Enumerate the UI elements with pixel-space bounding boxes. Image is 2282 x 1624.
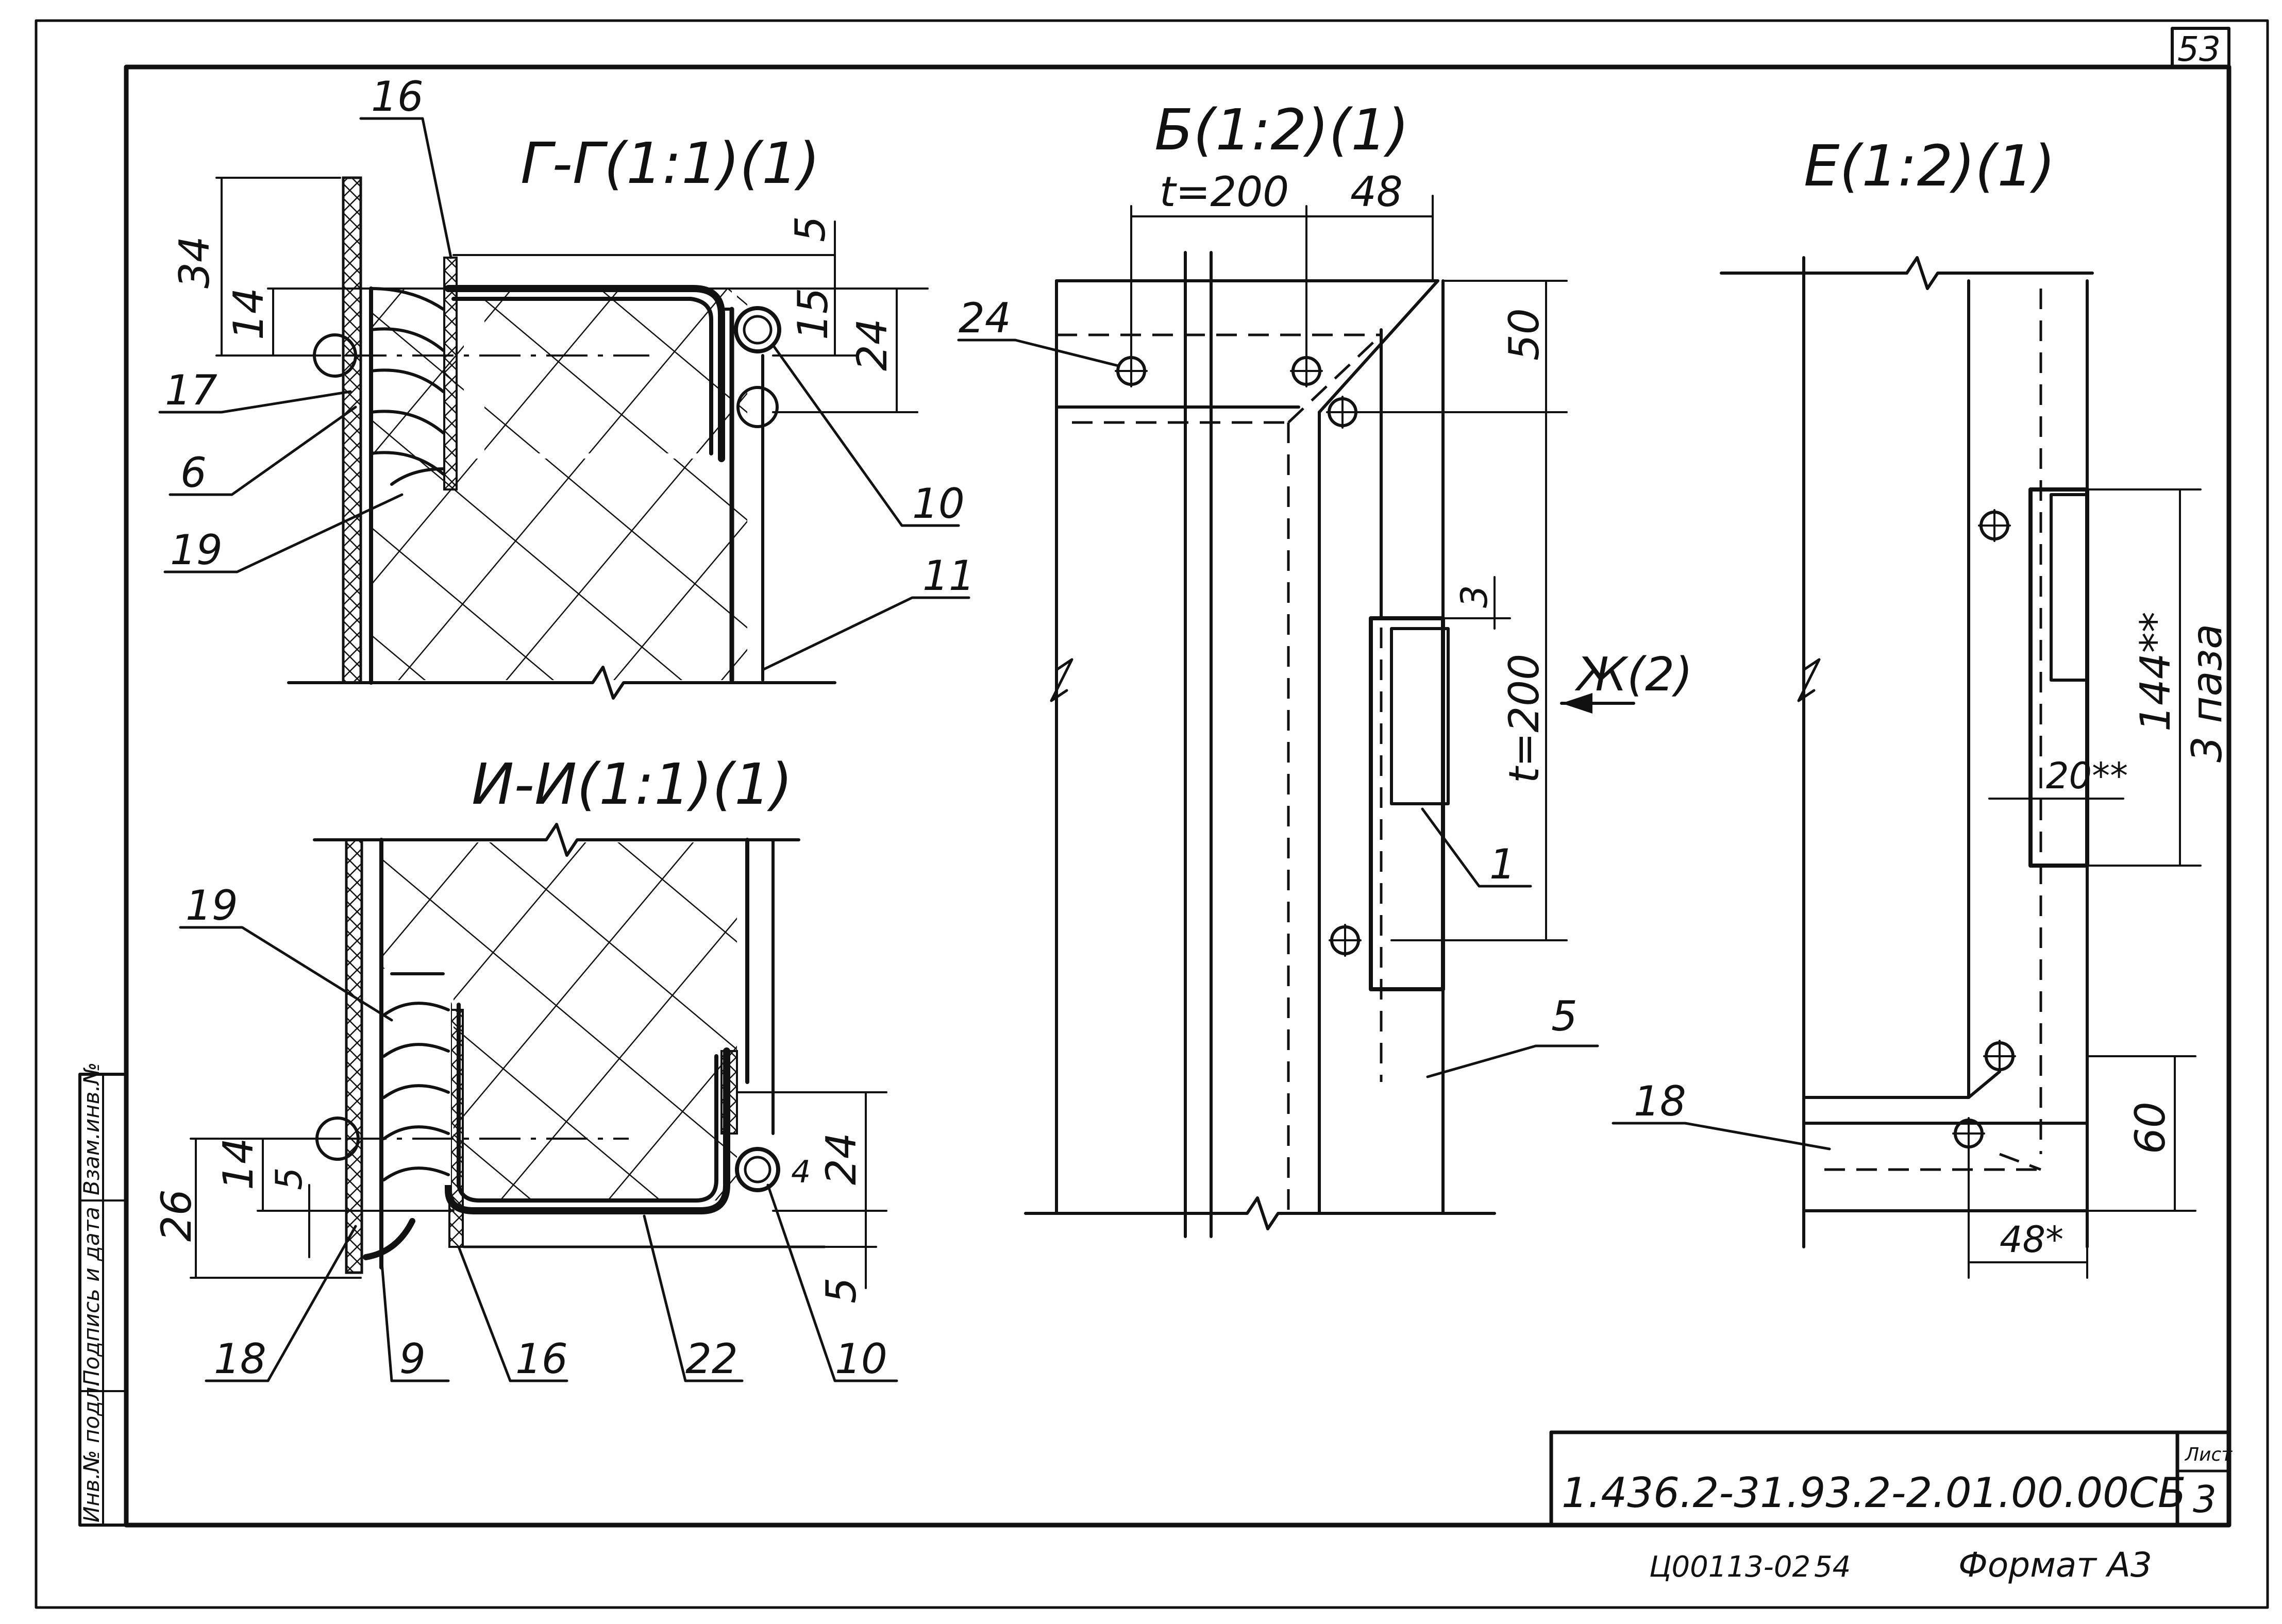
gg-callout-19: 19 xyxy=(170,526,223,574)
ii-dim-5-right: 5 xyxy=(817,1277,865,1304)
gg-callout-10: 10 xyxy=(912,480,965,528)
gg-dim-5: 5 xyxy=(786,216,834,242)
ii-callout-18: 18 xyxy=(214,1335,266,1383)
b-dim-t200-top: t=200 xyxy=(1160,168,1289,216)
gg-callout-6: 6 xyxy=(180,449,207,497)
e-dim-60: 60 xyxy=(2126,1102,2174,1154)
ii-callout-19: 19 xyxy=(186,882,238,929)
gg-dim-14: 14 xyxy=(225,287,273,340)
b-view-arrow-zh: Ж(2) xyxy=(1574,648,1692,702)
ii-callout-22: 22 xyxy=(685,1335,738,1383)
side-stamp-sign-date: Подпись и дата xyxy=(79,1207,104,1386)
gg-callout-17: 17 xyxy=(165,366,217,414)
side-stamp-replaced-inv: Взам.инв.№ xyxy=(79,1062,104,1195)
title-block: 1.436.2-31.93.2-2.01.00.00СБ Лист 3 xyxy=(1549,1430,2233,1527)
sheet-label: Лист xyxy=(2184,1444,2233,1465)
b-dim-48: 48 xyxy=(1350,168,1403,216)
view-b-title: Б(1:2)(1) xyxy=(1154,97,1409,163)
archive-code: Ц00113-02 xyxy=(1649,1550,1810,1584)
b-dim-t200-side: t=200 xyxy=(1500,654,1548,783)
b-callout-1: 1 xyxy=(1489,840,1516,888)
e-dim-3-slots: 3 паза xyxy=(2183,624,2231,763)
ii-dim-14: 14 xyxy=(214,1138,262,1190)
view-b: Б(1:2)(1) t=200 48 xyxy=(957,97,1692,1238)
gg-callout-16: 16 xyxy=(371,73,424,121)
b-dim-3: 3 xyxy=(1453,585,1496,608)
ii-dim-24: 24 xyxy=(817,1132,865,1185)
ii-callout-16: 16 xyxy=(515,1335,568,1383)
sheet-number: 3 xyxy=(2193,1478,2217,1521)
side-stamp: Инв.№ подл. Подпись и дата Взам.инв.№ xyxy=(78,1062,128,1527)
e-dim-144: 144** xyxy=(2132,612,2179,732)
bolt xyxy=(1329,924,1362,957)
ii-callout-10: 10 xyxy=(835,1335,887,1383)
gg-dim-24: 24 xyxy=(848,318,896,371)
gg-callout-11: 11 xyxy=(922,552,975,600)
title-designation: 1.436.2-31.93.2-2.01.00.00СБ xyxy=(1562,1469,2186,1517)
side-stamp-inv-no: Инв.№ подл. xyxy=(79,1380,104,1523)
view-e-title: Е(1:2)(1) xyxy=(1804,133,2055,199)
bolt xyxy=(1978,509,2011,542)
view-e: Е(1:2)(1) 144** 3 паза 20** 60 xyxy=(1612,133,2231,1279)
e-dim-20: 20** xyxy=(2046,755,2128,797)
b-dim-50: 50 xyxy=(1500,308,1548,361)
e-dim-48: 48* xyxy=(2000,1219,2063,1261)
ii-dim-4: 4 xyxy=(791,1154,811,1190)
hinge-gg xyxy=(370,287,445,486)
gg-dim-15: 15 xyxy=(789,287,837,340)
ii-dim-5-left: 5 xyxy=(268,1167,310,1190)
b-callout-5: 5 xyxy=(1551,992,1578,1040)
format-label: Формат А3 xyxy=(1958,1545,2152,1585)
gg-dim-34: 34 xyxy=(171,236,219,289)
bolt xyxy=(1983,1040,2016,1073)
hinge-ii xyxy=(382,969,451,1185)
view-ii-title: И-И(1:1)(1) xyxy=(472,751,793,817)
ii-dim-26: 26 xyxy=(153,1189,200,1242)
sheet-frame: 53 xyxy=(35,19,2269,1609)
e-callout-18: 18 xyxy=(1634,1077,1686,1125)
b-callout-24: 24 xyxy=(959,294,1011,342)
view-ii: И-И(1:1)(1) xyxy=(153,751,898,1383)
view-gg-title: Г-Г(1:1)(1) xyxy=(521,130,820,196)
view-gg: Г-Г(1:1)(1) xyxy=(158,73,975,700)
page-number: 53 xyxy=(2177,29,2221,69)
archive-number: 54 xyxy=(1814,1550,1851,1584)
ii-callout-9: 9 xyxy=(399,1335,426,1383)
